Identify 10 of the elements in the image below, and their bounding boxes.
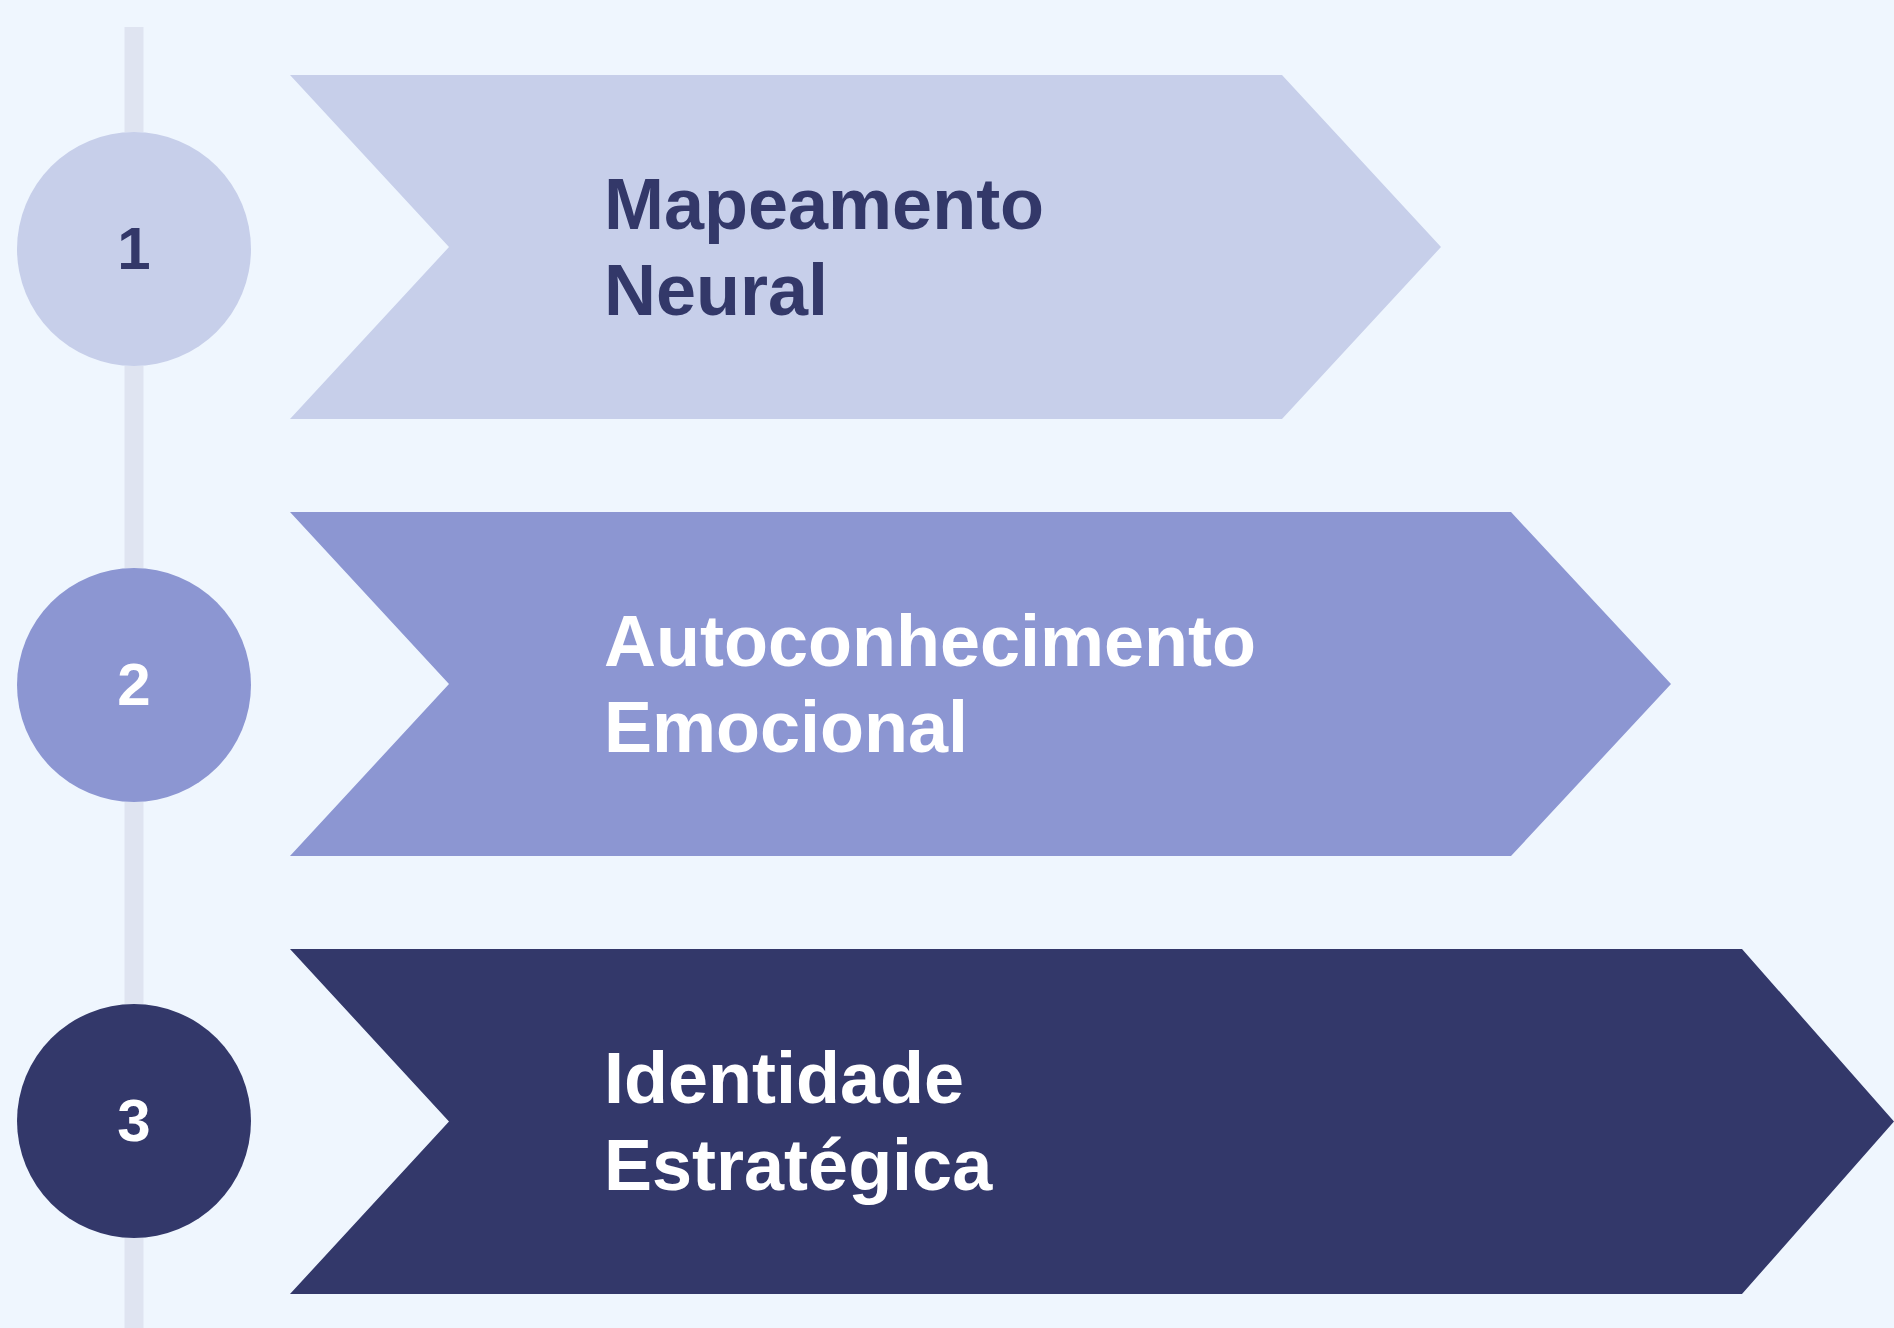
step-number: 2 (117, 650, 151, 720)
step-title: Identidade Estratégica (604, 1037, 994, 1207)
step-number: 1 (117, 214, 151, 284)
timeline-line (124, 802, 144, 1004)
timeline-line (124, 27, 144, 132)
step-title: Autoconhecimento Emocional (604, 599, 1257, 769)
step-number: 3 (117, 1086, 151, 1156)
step-title: Mapeamento Neural (604, 162, 1046, 332)
timeline-line (124, 366, 144, 568)
timeline-line (124, 1238, 144, 1328)
